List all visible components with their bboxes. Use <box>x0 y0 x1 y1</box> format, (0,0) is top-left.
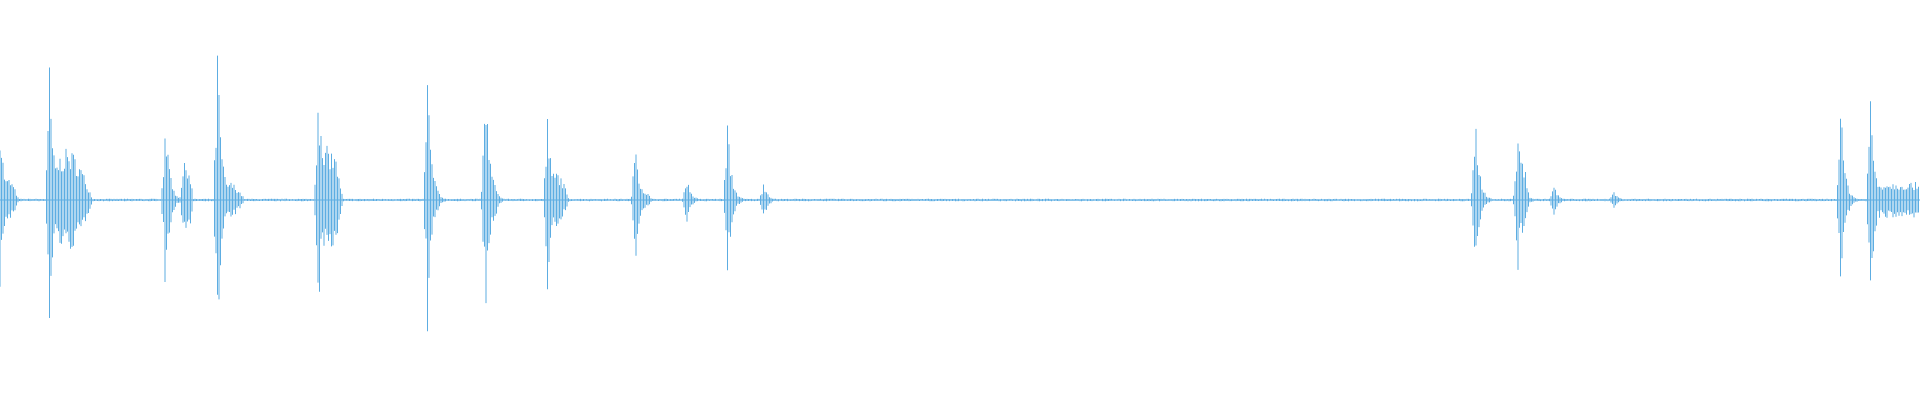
waveform-trace <box>0 55 1919 332</box>
